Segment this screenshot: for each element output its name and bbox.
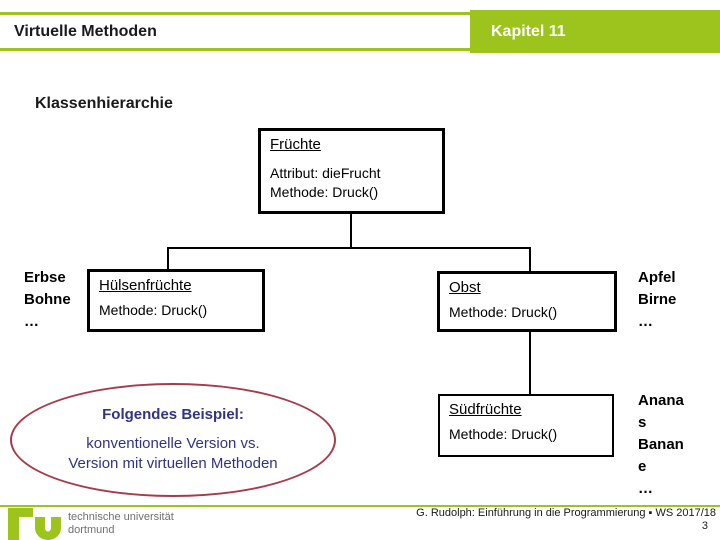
- footer-credit: G. Rudolph: Einführung in die Programmie…: [416, 507, 716, 519]
- callout-line: konventionelle Version vs.: [86, 435, 260, 452]
- examples-huelsenfruechte: Erbse Bohne …: [24, 267, 71, 333]
- footer-credit-block: G. Rudolph: Einführung in die Programmie…: [416, 507, 716, 533]
- class-method: Methode: Druck(): [99, 302, 208, 318]
- university-name-line: dortmund: [68, 524, 115, 536]
- example-line: Birne: [638, 291, 677, 308]
- class-box-suedfruechte: Südfrüchte Methode: Druck(): [438, 394, 614, 457]
- class-method: Methode: Druck(): [270, 184, 379, 200]
- section-heading: Klassenhierarchie: [35, 95, 173, 112]
- class-title: Obst: [449, 279, 481, 296]
- example-line: …: [24, 313, 39, 330]
- class-method: Methode: Druck(): [449, 426, 558, 442]
- example-line: Apfel: [638, 269, 676, 286]
- connector-horizontal: [167, 247, 531, 249]
- class-attribute: Attribut: dieFrucht: [270, 165, 381, 181]
- callout-ellipse: Folgendes Beispiel: konventionelle Versi…: [10, 383, 336, 497]
- class-box-huelsenfruechte: Hülsenfrüchte Methode: Druck(): [87, 269, 265, 332]
- examples-obst: Apfel Birne …: [638, 267, 676, 333]
- example-line: Banan: [638, 436, 684, 453]
- example-line: …: [638, 480, 653, 497]
- class-box-obst: Obst Methode: Druck(): [437, 271, 617, 332]
- connector-left-drop: [167, 249, 169, 269]
- connector-root-down: [350, 214, 352, 247]
- example-line: Anana: [638, 392, 684, 409]
- example-line: Erbse: [24, 269, 66, 286]
- university-name-line: technische universität: [68, 511, 174, 523]
- class-title: Südfrüchte: [449, 401, 522, 418]
- footer-divider: [0, 505, 720, 507]
- chapter-label: Kapitel 11: [491, 22, 566, 40]
- chapter-banner: Kapitel 11: [470, 10, 720, 53]
- university-name: technische universität dortmund: [68, 511, 174, 537]
- example-line: …: [638, 313, 653, 330]
- connector-right-drop: [529, 249, 531, 271]
- connector-obst-suedfruechte: [529, 332, 531, 394]
- examples-suedfruechte: Anana s Banan e …: [638, 390, 684, 500]
- class-title: Früchte: [270, 136, 321, 153]
- example-line: Bohne: [24, 291, 71, 308]
- class-title: Hülsenfrüchte: [99, 277, 192, 294]
- callout-line: Version mit virtuellen Methoden: [68, 455, 278, 472]
- tu-dortmund-logo-icon: [8, 508, 61, 540]
- class-method: Methode: Druck(): [449, 304, 558, 320]
- class-box-fruechte: Früchte Attribut: dieFrucht Methode: Dru…: [258, 128, 445, 214]
- page-number: 3: [701, 520, 708, 532]
- example-line: s: [638, 414, 647, 431]
- slide-title: Virtuelle Methoden: [14, 22, 157, 40]
- callout-title: Folgendes Beispiel:: [102, 406, 244, 423]
- example-line: e: [638, 458, 647, 475]
